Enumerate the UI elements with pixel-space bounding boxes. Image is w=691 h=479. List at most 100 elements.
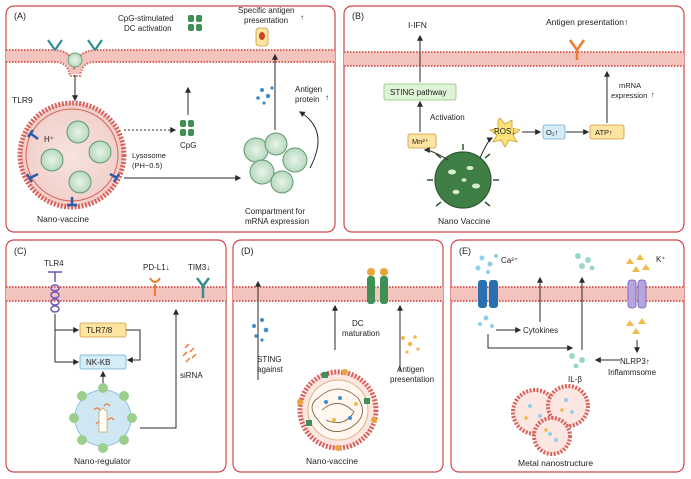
nano-particle-entering-icon bbox=[67, 52, 83, 68]
panel-b-tag: (B) bbox=[352, 11, 364, 21]
panel-e: (E) Ca²⁺ Cytokines IL-β bbox=[450, 239, 685, 473]
label-lysosome: Lysosome bbox=[132, 151, 166, 160]
antigen-dots-d-icon bbox=[401, 335, 420, 354]
mrna-compartment bbox=[243, 132, 308, 194]
calcium-dots-icon bbox=[475, 254, 498, 274]
panel-a-tag: (A) bbox=[14, 11, 26, 21]
pdl1-receptor-icon bbox=[149, 277, 161, 296]
label-presentation: presentation bbox=[244, 16, 288, 25]
sirna-icon bbox=[182, 343, 197, 363]
atp-box bbox=[589, 124, 625, 140]
nanoparticle-icon bbox=[66, 120, 90, 144]
label-nano-regulator: Nano-regulator bbox=[74, 456, 131, 466]
mhc-antigen-icon bbox=[255, 27, 269, 47]
label-nfkb: NK-KB bbox=[86, 358, 110, 367]
nanoparticle-icon bbox=[68, 170, 92, 194]
label-nano-vaccine-b: Nano Vaccine bbox=[438, 216, 491, 226]
label-nano-vaccine-a: Nano-vaccine bbox=[37, 214, 89, 224]
label-activation: Activation bbox=[430, 113, 465, 122]
label-dc: DC bbox=[352, 319, 364, 328]
arrow-curve-a bbox=[298, 111, 319, 169]
label-presentation-d: presentation bbox=[390, 375, 434, 384]
calcium-channel-icon bbox=[478, 280, 498, 308]
cpg-icon bbox=[180, 120, 194, 136]
panel-e-membrane bbox=[451, 286, 684, 302]
panel-b: (B) I-IFN Antigen presentation↑ STING pa… bbox=[343, 5, 685, 233]
antigen-dots-icon bbox=[256, 86, 274, 105]
label-ph: (PH~0.5) bbox=[132, 161, 163, 170]
label-nano-vaccine-d: Nano-vaccine bbox=[306, 456, 358, 466]
label-antigen-d: Antigen bbox=[397, 365, 424, 374]
potassium-triangles-icon bbox=[626, 254, 650, 272]
tlr4-receptor-icon bbox=[48, 271, 62, 313]
metal-nanostructure-icon bbox=[511, 384, 590, 456]
receptor-orange-icon bbox=[568, 39, 586, 60]
label-nlrp3: NLRP3↑ bbox=[620, 357, 650, 366]
calcium-inside-dots-icon bbox=[478, 315, 494, 328]
lysosome: H⁺ bbox=[17, 100, 127, 210]
arrow-vaccine-ros bbox=[479, 137, 494, 159]
label-against: against bbox=[257, 365, 284, 374]
label-k: K⁺ bbox=[656, 255, 666, 264]
label-tlr9: TLR9 bbox=[12, 95, 33, 105]
sting-dots-icon bbox=[252, 318, 269, 342]
label-o2: O₂↑ bbox=[546, 128, 559, 137]
arrow-up-protein: ↑ bbox=[325, 93, 329, 102]
tlr9-receptor-icon bbox=[25, 129, 121, 207]
nanoparticle-icon bbox=[88, 140, 112, 164]
nanoparticle-icon bbox=[40, 148, 64, 172]
panel-a-membrane bbox=[6, 49, 335, 77]
arrow-sirna-up bbox=[140, 308, 179, 429]
panel-e-tag: (E) bbox=[459, 246, 471, 256]
label-ca: Ca²⁺ bbox=[501, 256, 518, 265]
arrow-vaccine-mn bbox=[423, 147, 449, 161]
label-sting: STING bbox=[257, 355, 281, 364]
panel-d: (D) STING against DC maturation Antigen … bbox=[232, 239, 444, 473]
label-mn: Mn²⁺ bbox=[412, 137, 429, 146]
label-cytokines: Cytokines bbox=[523, 326, 558, 335]
il-dots-top-icon bbox=[575, 253, 595, 271]
label-maturation: maturation bbox=[342, 329, 380, 338]
label-cpg-stim: CpG-stimulated bbox=[118, 14, 174, 23]
il-dots-icon bbox=[569, 353, 585, 369]
tlr-receptor-icon bbox=[47, 39, 103, 51]
label-mrna-expression: mRNA expression bbox=[245, 217, 309, 226]
nano-regulator-icon bbox=[69, 383, 137, 453]
label-tlr4: TLR4 bbox=[44, 259, 64, 268]
mhc-receptor-pair-icon bbox=[367, 268, 388, 304]
label-metal: Metal nanostructure bbox=[518, 458, 593, 468]
label-expression: expression bbox=[611, 91, 647, 100]
label-pdl1: PD-L1↓ bbox=[143, 263, 170, 272]
label-il: IL-β bbox=[568, 375, 582, 384]
label-compartment: Compartment for bbox=[245, 207, 305, 216]
arrow-up-specific: ↑ bbox=[300, 13, 304, 22]
label-protein: protein bbox=[295, 95, 319, 104]
nano-vaccine-b-icon bbox=[427, 144, 499, 209]
arrow-tlr78-nfkb bbox=[126, 329, 141, 363]
label-sting-pathway: STING pathway bbox=[390, 88, 446, 97]
arrow-up-expression: ↑ bbox=[651, 90, 655, 99]
panel-b-frame bbox=[343, 5, 685, 233]
potassium-inside-icon bbox=[626, 318, 646, 334]
label-tlr78: TLR7/8 bbox=[86, 326, 113, 335]
panel-d-tag: (D) bbox=[241, 246, 254, 256]
label-specific-antigen: Specific antigen bbox=[238, 6, 294, 15]
arrow-ca-il bbox=[487, 334, 574, 351]
ros-burst-icon bbox=[489, 117, 521, 148]
label-atp: ATP↑ bbox=[595, 128, 613, 137]
label-dc-activation: DC activation bbox=[124, 24, 172, 33]
panel-a: (A) TLR9 bbox=[5, 5, 336, 233]
panel-c-membrane bbox=[6, 286, 226, 302]
arrow-tlr4-nfkb bbox=[54, 330, 80, 365]
label-inflammsome: Inflammsome bbox=[608, 368, 657, 377]
panel-c: (C) TLR4 PD-L1↓ TIM3↓ TLR7/8 NK-KB bbox=[5, 239, 227, 473]
o2-box bbox=[542, 124, 566, 140]
label-tim3: TIM3↓ bbox=[188, 263, 210, 272]
potassium-channel-icon bbox=[627, 279, 647, 309]
nfkb-box bbox=[79, 354, 127, 370]
tim3-receptor-icon bbox=[196, 277, 210, 298]
label-sirna: siRNA bbox=[180, 371, 203, 380]
label-antigen-presentation-b: Antigen presentation↑ bbox=[546, 17, 628, 27]
label-mrna: mRNA bbox=[619, 81, 641, 90]
